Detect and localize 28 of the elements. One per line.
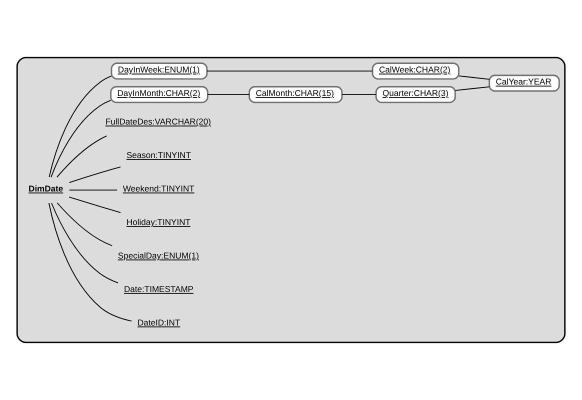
connector [68, 196, 122, 214]
connector [207, 94, 250, 96]
connector [56, 202, 113, 246]
node-text: DateID:INT [138, 317, 180, 328]
node-box: Quarter:CHAR(3) [375, 86, 456, 104]
connector [68, 166, 121, 183]
connector [50, 100, 112, 178]
node-box: DayInMonth:CHAR(2) [110, 86, 208, 104]
connector [48, 76, 112, 178]
node-box: CalMonth:CHAR(15) [248, 86, 343, 104]
node-box: CalWeek:CHAR(2) [372, 62, 460, 80]
node-box: DayInWeek:ENUM(1) [110, 62, 208, 80]
node-text: FullDateDes:VARCHAR(20) [105, 116, 212, 127]
node-text: DimDate [28, 184, 64, 194]
connector [51, 202, 119, 284]
connector [206, 70, 373, 72]
node-text: Date:TIMESTAMP [124, 284, 194, 294]
connector [48, 202, 132, 322]
node-box: CalYear:YEAR [488, 74, 560, 92]
node-text: Weekend:TINYINT [122, 184, 194, 194]
connector [56, 136, 108, 178]
connector [458, 75, 490, 80]
connector [454, 86, 490, 91]
node-text: Holiday:TINYINT [126, 217, 190, 227]
node-text: SpecialDay:ENUM(1) [118, 250, 199, 260]
connector [342, 94, 376, 96]
cluster [16, 56, 566, 344]
node-text: Season:TINYINT [126, 150, 191, 160]
